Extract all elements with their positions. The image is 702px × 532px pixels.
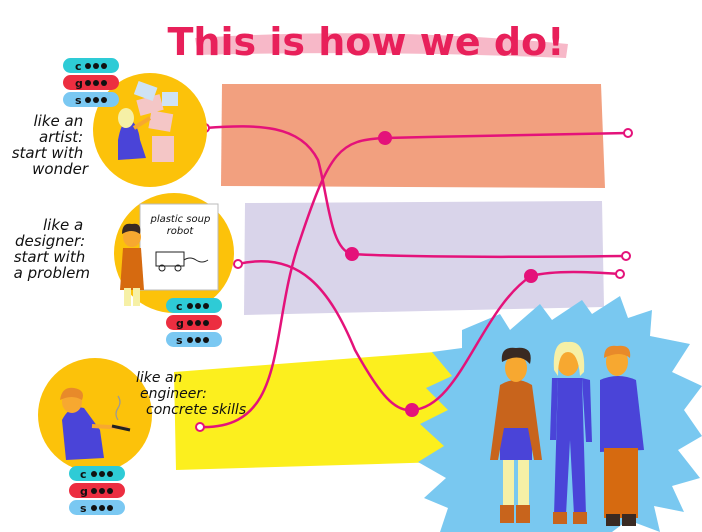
badge-letter: s [80,502,87,515]
designer-label-line: a problem [14,264,90,282]
badge-c: c [69,466,125,481]
badge-letter: c [176,300,183,313]
badge-letter: s [176,334,183,347]
path-artist-to-designer [204,125,627,259]
role-designer: plastic soup robot like a designer: star… [14,193,234,347]
designer-figure-icon [120,223,144,306]
badge-g: g [63,75,119,90]
artist-label: like an artist: start with wonder [12,112,89,178]
band-designer [244,201,604,315]
role-artist: like an artist: start with wonder c g s [12,58,207,187]
person-curly-hair [490,347,542,523]
badge-letter: s [75,94,82,107]
artist-label-line: wonder [32,160,89,178]
artist-badges: c g s [63,58,119,107]
badge-letter: g [75,77,83,90]
sketch-text: plastic soup robot [149,214,213,237]
band-artist [221,84,605,188]
badge-s: s [63,92,119,107]
engineer-soldering-figure-icon [60,387,131,460]
path-engineer-to-artist [199,131,629,429]
title-highlight [195,33,568,58]
designer-label-line: designer: [15,232,85,250]
designer-label-line: like a [43,216,83,234]
badge-letter: c [80,468,87,481]
badge-g: g [69,483,125,498]
badge-letter: g [80,485,88,498]
band-engineer [174,347,510,470]
badge-s: s [69,500,125,515]
badge-g: g [166,315,222,330]
artist-label-line: like an [34,112,84,130]
team-group [418,296,702,532]
role-engineer: like an engineer: concrete skills c g s [38,358,246,515]
badge-letter: g [176,317,184,330]
badge-c: c [166,298,222,313]
engineer-label-line: engineer: [140,386,207,402]
engineer-label-line: concrete skills [146,402,246,418]
sketch-text-line: plastic soup [149,214,210,225]
designer-badges: c g s [166,298,222,347]
badge-letter: c [75,60,82,73]
badge-c: c [63,58,119,73]
person-blonde [550,341,592,524]
engineer-badges: c g s [69,466,125,515]
title-group: This is how we do! [168,20,568,64]
engineer-label-line: like an [136,370,182,386]
sketch-text-line: robot [167,226,195,237]
engineer-label: like an engineer: concrete skills [136,370,246,418]
artist-label-line: start with [12,144,84,162]
page-title: This is how we do! [168,20,565,64]
robot-sketch-icon [155,251,209,272]
artist-figure-icon [118,80,178,162]
person-orange-hair [600,345,644,526]
designer-sketch: plastic soup robot [139,203,219,291]
designer-label-line: start with [14,248,86,266]
artist-label-line: artist: [39,128,83,146]
designer-label: like a designer: start with a problem [14,216,90,282]
badge-s: s [166,332,222,347]
